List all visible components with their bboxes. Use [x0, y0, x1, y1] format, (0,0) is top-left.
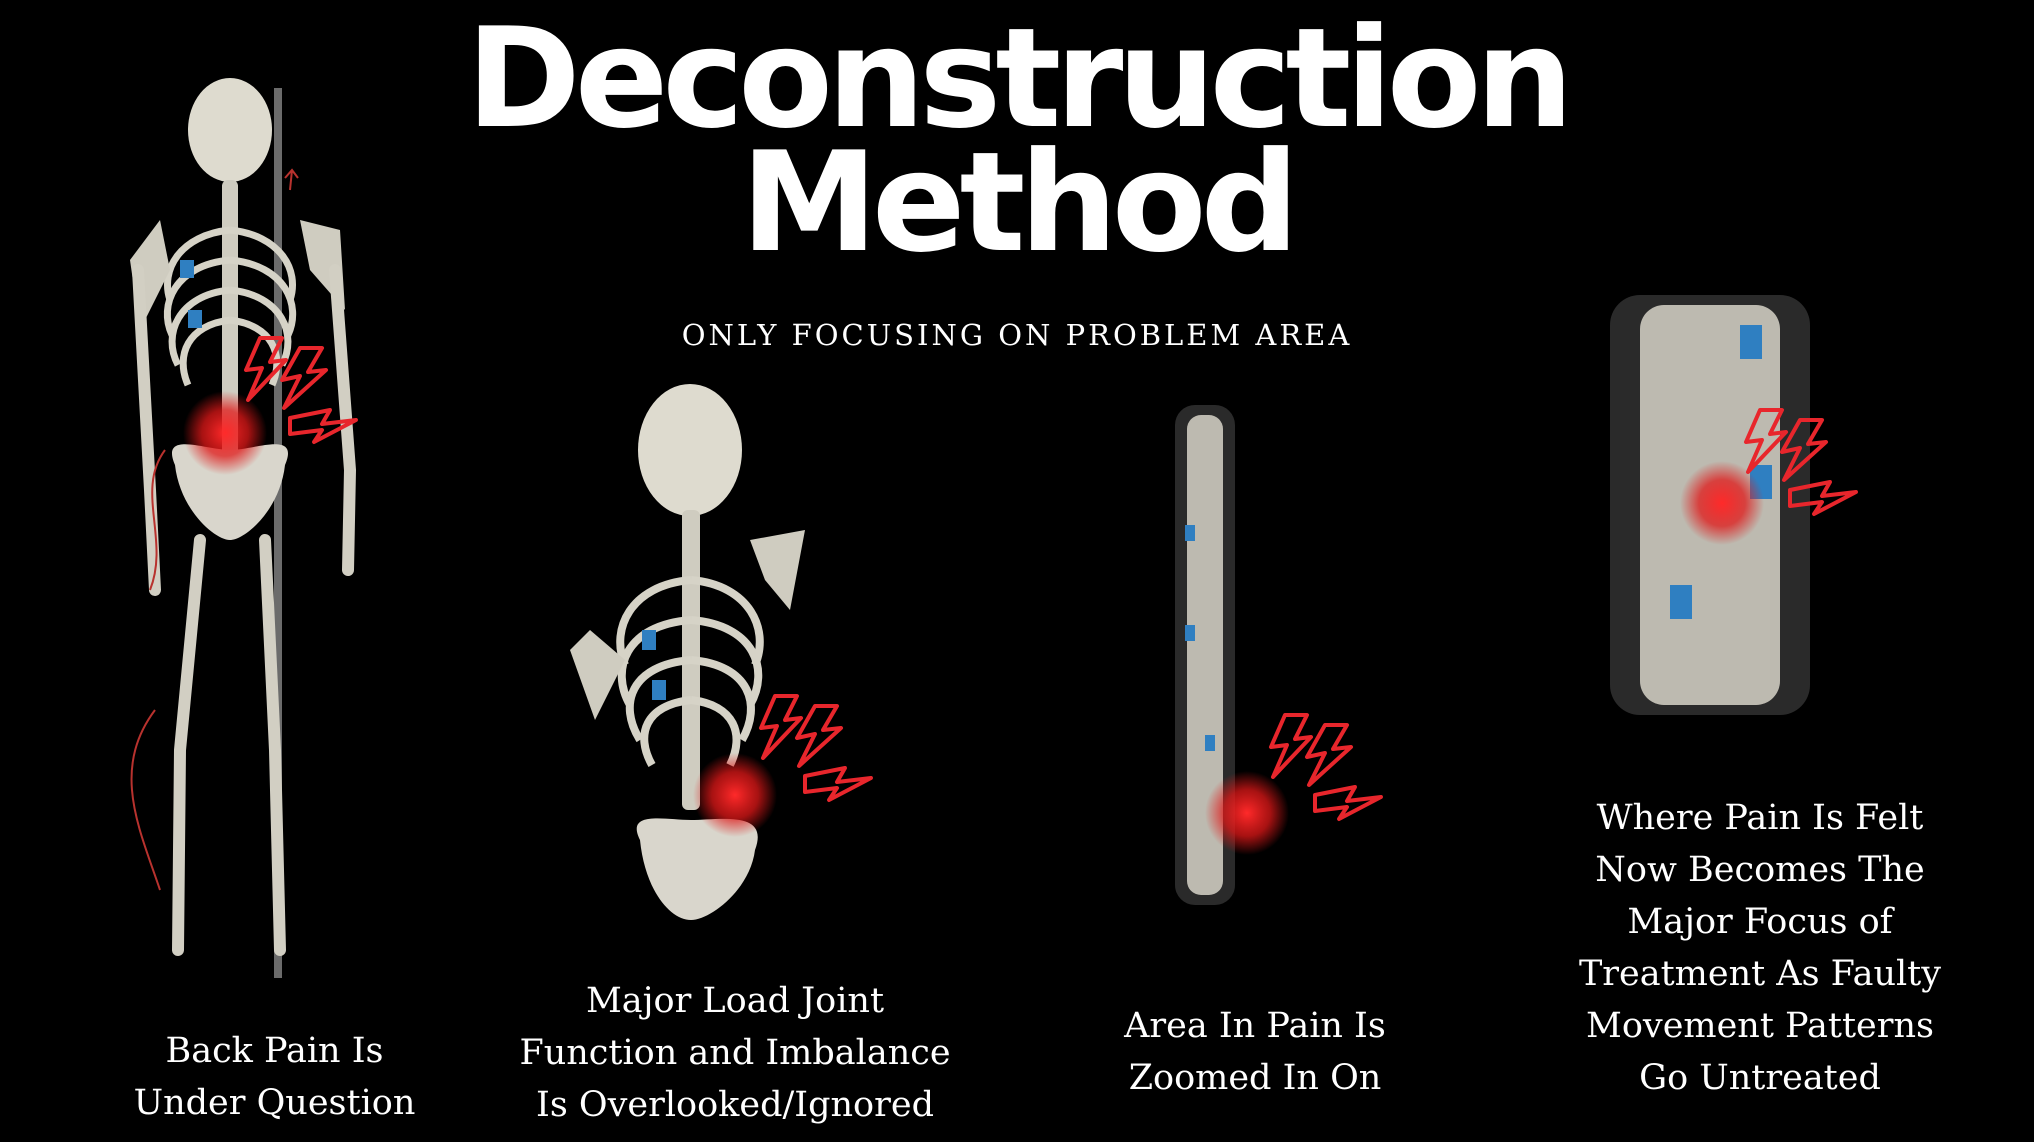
- title-line-2: Method: [740, 122, 1300, 283]
- full-skeleton-illustration: [130, 78, 358, 978]
- spine-closeup-illustration: [1610, 295, 1858, 715]
- spine-illustration: [1175, 405, 1383, 905]
- caption-area-in-pain: Area In Pain Is Zoomed In On: [1124, 1006, 1386, 1098]
- pain-bolts-icon: [759, 694, 873, 802]
- pain-spot: [1680, 461, 1764, 545]
- skull: [188, 78, 272, 182]
- ribcage: [616, 576, 764, 767]
- caption-back-pain: Back Pain Is Under Question: [133, 1031, 416, 1123]
- pain-spot: [183, 391, 267, 475]
- pelvis: [636, 818, 758, 920]
- pelvis: [172, 444, 288, 540]
- caption-where-pain-is-felt: Where Pain Is Felt Now Becomes The Major…: [1578, 798, 1942, 1098]
- subtitle: ONLY FOCUSING ON PROBLEM AREA: [681, 318, 1353, 352]
- ribcage: [163, 226, 297, 387]
- limbs: [132, 264, 357, 956]
- torso-skeleton-illustration: [570, 384, 873, 920]
- plumb-line: [274, 88, 282, 978]
- pain-spot: [1205, 771, 1289, 855]
- skull: [638, 384, 742, 516]
- caption-major-load-joint: Major Load Joint Function and Imbalance …: [519, 981, 951, 1125]
- vertebrae: [1175, 405, 1235, 905]
- pain-spot: [693, 753, 777, 837]
- title-line-1: Deconstruction: [466, 0, 1574, 159]
